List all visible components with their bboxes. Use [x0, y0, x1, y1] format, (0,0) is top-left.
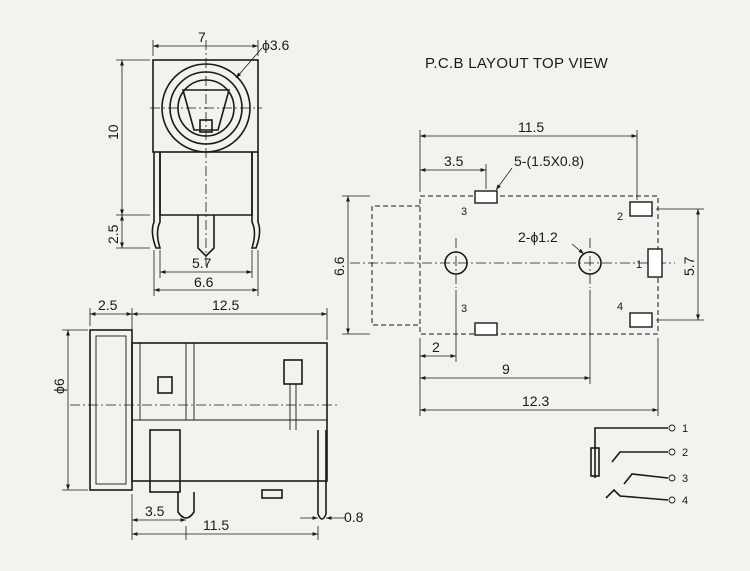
pcb-layout: 3 2 1 3 4 11.5 3.5 5-(1.5X0.8) 2-ϕ1.2 6.…	[331, 119, 704, 416]
pcb-pad-1	[647, 248, 663, 278]
socket-contact	[181, 89, 231, 131]
schematic-tip-line	[611, 451, 668, 463]
dim-pcb-slot-offset: 3.5	[444, 153, 464, 169]
schematic-terminal-1	[668, 424, 676, 432]
dim-front-outer-pins: 6.6	[194, 274, 214, 290]
side-pin-right	[317, 430, 327, 520]
dim-pcb-height: 6.6	[331, 256, 347, 276]
dim-front-hole: ϕ3.6	[262, 37, 290, 53]
schematic-terminal-4	[668, 496, 676, 504]
dim-pcb-hole-span: 9	[502, 361, 510, 377]
pcb-pin-label-3-top: 3	[461, 206, 467, 218]
pin-schematic: 1 2 3 4	[590, 423, 688, 507]
side-body	[131, 342, 328, 482]
pcb-pad-3-bottom	[474, 322, 498, 336]
front-view: 7 ϕ3.6 10 2.5 5.7 6.6	[105, 29, 290, 296]
front-pin-left	[151, 152, 162, 249]
schematic-pin-label-2: 2	[682, 447, 688, 459]
schematic-pin-label-3: 3	[682, 473, 688, 485]
pcb-pad-2	[629, 201, 653, 217]
schematic-pin-label-4: 4	[682, 495, 688, 507]
dim-side-pin-span: 11.5	[203, 517, 229, 533]
schematic-switch-line-4	[605, 488, 669, 501]
pcb-pad-3-top	[474, 190, 498, 204]
side-slot-square	[157, 376, 173, 394]
dim-front-width: 7	[198, 29, 206, 45]
dim-pcb-right-height: 5.7	[681, 256, 697, 276]
side-window	[283, 359, 303, 385]
pcb-pin-label-4: 4	[617, 301, 623, 313]
dim-side-length: 12.5	[212, 297, 239, 313]
pcb-slot-callout: 5-(1.5X0.8)	[514, 153, 584, 169]
pcb-hole-callout: 2-ϕ1.2	[518, 229, 558, 245]
pcb-nose-outline	[371, 205, 420, 326]
schematic-terminal-3	[668, 474, 676, 482]
pcb-pin-label-2: 2	[617, 211, 623, 223]
dim-front-height: 10	[105, 124, 121, 140]
front-pin-right	[250, 152, 261, 249]
side-view: 2.5 12.5 ϕ6 3.5 11.5 0.8	[51, 297, 364, 540]
dim-front-inner-pins: 5.7	[192, 255, 212, 271]
side-pin-center	[177, 492, 195, 519]
dim-pcb-top-span: 11.5	[518, 119, 544, 135]
schematic-terminal-2	[668, 448, 676, 456]
schematic-sleeve-line	[594, 427, 668, 478]
schematic-sleeve-block	[590, 447, 600, 477]
dim-side-pin-thickness: 0.8	[344, 509, 364, 525]
drawing-title: P.C.B LAYOUT TOP VIEW	[425, 55, 609, 72]
dim-side-diameter: ϕ6	[51, 378, 67, 394]
dim-side-nose: 2.5	[98, 297, 118, 313]
pcb-pad-4	[629, 312, 653, 328]
schematic-pin-label-1: 1	[682, 423, 688, 435]
front-pin-center	[197, 215, 215, 258]
side-pin-left	[149, 429, 181, 493]
dim-side-pin-offset: 3.5	[145, 503, 165, 519]
pcb-pin-label-1: 1	[636, 259, 642, 271]
pcb-pin-label-3-bottom: 3	[461, 303, 467, 315]
dim-front-pin-height: 2.5	[105, 224, 121, 244]
side-pin-base	[261, 489, 283, 499]
schematic-switch-line-3	[623, 473, 669, 485]
dim-pcb-total-length: 12.3	[522, 393, 549, 409]
dim-pcb-left-offset: 2	[432, 339, 440, 355]
